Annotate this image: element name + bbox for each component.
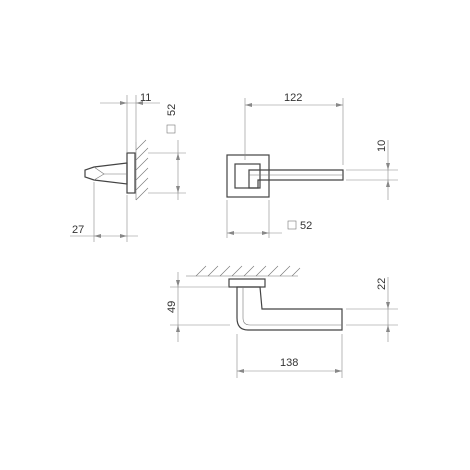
square-symbol-side bbox=[166, 124, 176, 134]
bottom-wall-hatch bbox=[186, 265, 301, 277]
dim-side-rose-size: 52 bbox=[148, 104, 186, 200]
front-rose-inner bbox=[234, 163, 261, 189]
dim-front-rose-size: 52 bbox=[226, 200, 312, 238]
dim-bottom-offset-label: 22 bbox=[376, 278, 388, 290]
dim-bottom-offset: 22 bbox=[346, 277, 398, 342]
dim-side-spindle: 27 bbox=[70, 182, 138, 242]
dim-side-rose-size-label: 52 bbox=[166, 104, 178, 116]
square-symbol-front bbox=[287, 220, 297, 230]
dim-front-thickness-label: 10 bbox=[376, 140, 388, 152]
dim-front-length-label: 122 bbox=[284, 92, 302, 104]
dim-side-spindle-label: 27 bbox=[72, 224, 84, 236]
dim-front-length: 122 bbox=[244, 92, 344, 165]
side-wall-hatch bbox=[135, 139, 149, 201]
bottom-lever bbox=[236, 286, 343, 331]
front-lever-arm bbox=[248, 169, 344, 189]
side-view: 11 52 27 bbox=[70, 92, 186, 242]
side-rose bbox=[126, 152, 136, 194]
dim-bottom-height: 49 bbox=[166, 272, 230, 342]
dim-front-thickness: 10 bbox=[346, 140, 398, 200]
bottom-rose bbox=[228, 278, 266, 288]
dim-bottom-length: 138 bbox=[236, 334, 343, 378]
front-rose bbox=[226, 154, 270, 198]
dim-front-rose-size-label: 52 bbox=[300, 220, 312, 232]
dim-side-depth-label: 11 bbox=[140, 92, 151, 104]
side-lever-profile bbox=[84, 162, 128, 185]
dim-bottom-height-label: 49 bbox=[166, 301, 178, 313]
dim-side-depth: 11 bbox=[100, 92, 160, 153]
dim-bottom-length-label: 138 bbox=[280, 357, 298, 369]
bottom-view: 49 22 138 bbox=[166, 265, 398, 378]
front-view: 122 10 52 bbox=[226, 92, 398, 238]
